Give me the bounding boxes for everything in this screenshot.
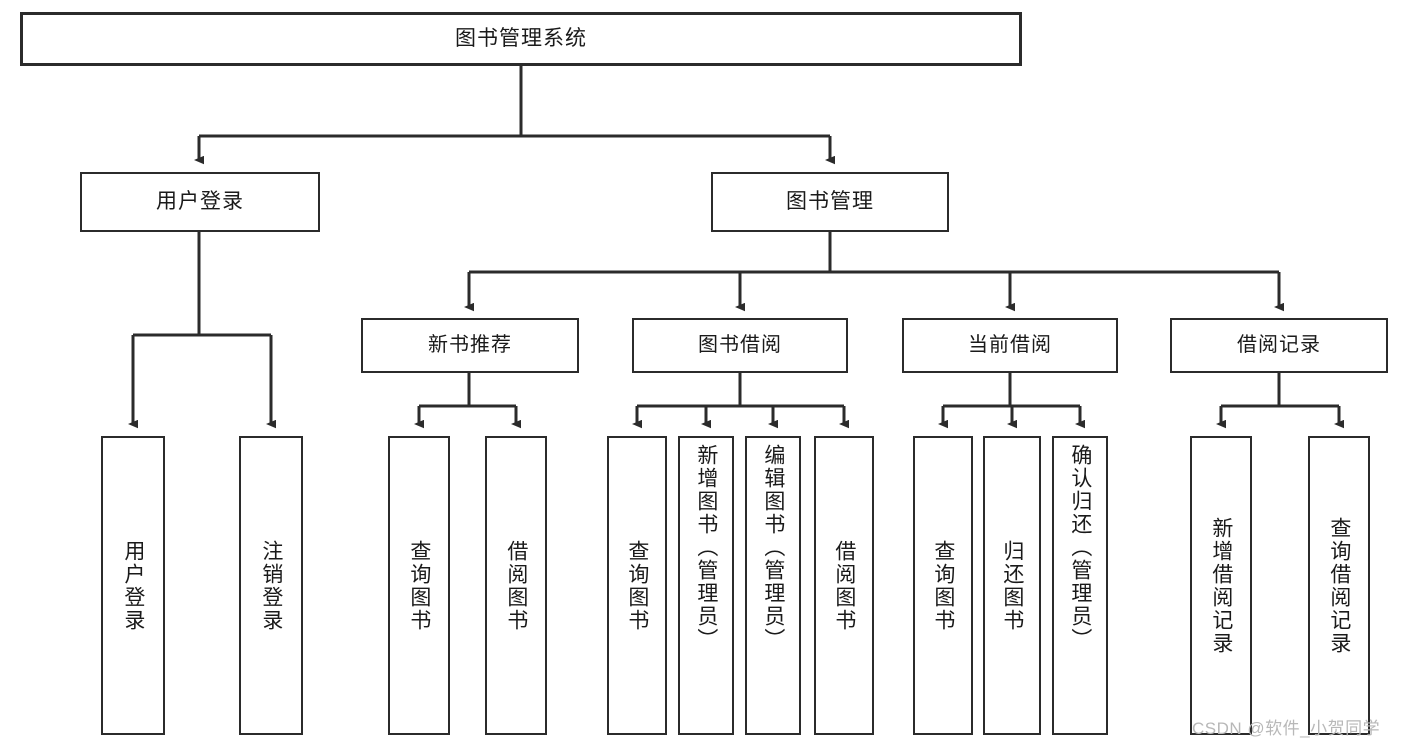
node-leaf-query-book-3[interactable]: 查询图书 xyxy=(913,436,973,735)
node-leaf-logout-label: 注销登录 xyxy=(259,539,283,632)
node-book-manage[interactable]: 图书管理 xyxy=(711,172,949,232)
node-leaf-query-book-2-label: 查询图书 xyxy=(625,539,649,632)
node-leaf-edit-book-label: 编辑图书（管理员） xyxy=(761,444,785,651)
node-leaf-add-record[interactable]: 新增借阅记录 xyxy=(1190,436,1252,735)
node-leaf-add-book[interactable]: 新增图书（管理员） xyxy=(678,436,734,735)
node-root-label: 图书管理系统 xyxy=(455,26,587,50)
node-leaf-query-book-3-label: 查询图书 xyxy=(931,539,955,632)
node-leaf-user-login-label: 用户登录 xyxy=(121,539,145,632)
node-user-login-label: 用户登录 xyxy=(156,189,244,213)
node-leaf-borrow-book-2[interactable]: 借阅图书 xyxy=(814,436,874,735)
node-leaf-query-book-1-label: 查询图书 xyxy=(407,539,431,632)
node-book-borrow-label: 图书借阅 xyxy=(698,334,782,356)
node-leaf-add-book-label: 新增图书（管理员） xyxy=(694,444,718,651)
node-leaf-query-record[interactable]: 查询借阅记录 xyxy=(1308,436,1370,735)
node-leaf-query-book-1[interactable]: 查询图书 xyxy=(388,436,450,735)
node-leaf-logout[interactable]: 注销登录 xyxy=(239,436,303,735)
node-book-borrow[interactable]: 图书借阅 xyxy=(632,318,848,373)
node-leaf-edit-book[interactable]: 编辑图书（管理员） xyxy=(745,436,801,735)
node-new-book-rec-label: 新书推荐 xyxy=(428,334,512,356)
node-leaf-borrow-book-2-label: 借阅图书 xyxy=(832,539,856,632)
node-leaf-borrow-book-1[interactable]: 借阅图书 xyxy=(485,436,547,735)
node-leaf-query-book-2[interactable]: 查询图书 xyxy=(607,436,667,735)
node-leaf-return-book-label: 归还图书 xyxy=(1000,539,1024,632)
node-leaf-borrow-book-1-label: 借阅图书 xyxy=(504,539,528,632)
node-leaf-user-login[interactable]: 用户登录 xyxy=(101,436,165,735)
node-new-book-rec[interactable]: 新书推荐 xyxy=(361,318,579,373)
node-leaf-confirm-return[interactable]: 确认归还（管理员） xyxy=(1052,436,1108,735)
node-leaf-query-record-label: 查询借阅记录 xyxy=(1327,516,1351,655)
csdn-watermark: CSDN @软件_小贺同学 xyxy=(1192,719,1381,738)
node-leaf-add-record-label: 新增借阅记录 xyxy=(1209,516,1233,655)
node-user-login[interactable]: 用户登录 xyxy=(80,172,320,232)
node-book-manage-label: 图书管理 xyxy=(786,189,874,213)
node-leaf-return-book[interactable]: 归还图书 xyxy=(983,436,1041,735)
node-borrow-record-label: 借阅记录 xyxy=(1237,334,1321,356)
node-borrow-record[interactable]: 借阅记录 xyxy=(1170,318,1388,373)
node-leaf-confirm-return-label: 确认归还（管理员） xyxy=(1068,444,1092,651)
node-current-borrow[interactable]: 当前借阅 xyxy=(902,318,1118,373)
node-root[interactable]: 图书管理系统 xyxy=(20,12,1022,66)
node-current-borrow-label: 当前借阅 xyxy=(968,334,1052,356)
